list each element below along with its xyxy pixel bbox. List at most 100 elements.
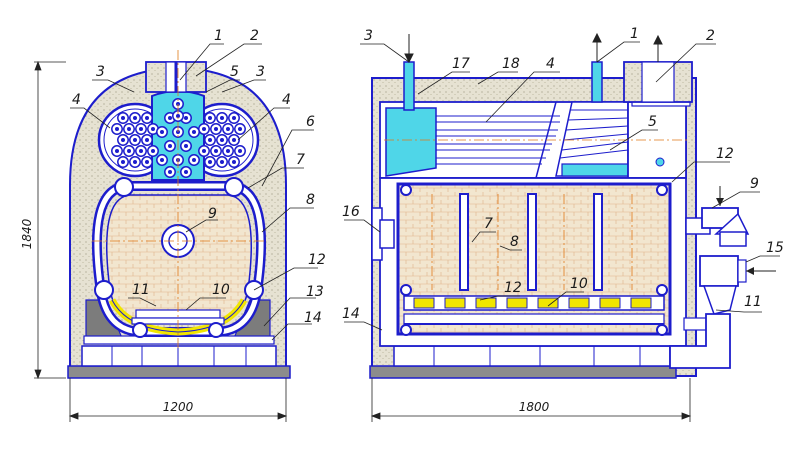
grate-bar — [475, 297, 497, 309]
side-view — [369, 32, 776, 379]
callout-side-8: 8 — [510, 234, 519, 250]
callout-front-1: 1 — [214, 28, 223, 44]
callout-side-15: 15 — [766, 240, 784, 256]
callout-side-17: 17 — [452, 56, 470, 72]
tube-core — [121, 160, 125, 164]
callout-side-14: 14 — [342, 306, 360, 322]
callout-side-7: 7 — [484, 216, 493, 232]
tube-core — [238, 149, 242, 153]
tube-core — [151, 149, 155, 153]
callout-side-10: 10 — [570, 276, 588, 292]
callout-side-2: 2 — [706, 28, 715, 44]
tube-core — [232, 138, 236, 142]
callout-front-14: 14 — [304, 310, 322, 326]
callout-side-16: 16 — [342, 204, 360, 220]
callout-front-3a: 3 — [96, 64, 105, 80]
tube-core — [133, 160, 137, 164]
tube-core — [121, 116, 125, 120]
callout-front-8: 8 — [306, 192, 315, 208]
front-view — [67, 50, 291, 379]
side-nozzle-inlet — [403, 61, 415, 111]
tube-core — [208, 160, 212, 164]
callout-side-12b: 12 — [504, 280, 522, 296]
callout-side-12: 12 — [716, 146, 734, 162]
tube-core — [202, 127, 206, 131]
tube-core — [127, 127, 131, 131]
tube-core — [145, 116, 149, 120]
dim-front-width: 1200 — [163, 400, 194, 414]
callout-side-5: 5 — [648, 114, 657, 130]
tube-core — [115, 127, 119, 131]
tube-core — [192, 130, 196, 134]
grate-bar — [568, 297, 590, 309]
callout-front-9: 9 — [208, 206, 217, 222]
tube-core — [168, 116, 172, 120]
tube-core — [214, 149, 218, 153]
tube-core — [232, 116, 236, 120]
side-grate-frame — [403, 295, 665, 311]
tube-core — [168, 170, 172, 174]
tube-core — [184, 144, 188, 148]
tube-core — [208, 116, 212, 120]
callout-front-6: 6 — [306, 114, 315, 130]
callout-side-1: 1 — [630, 26, 639, 42]
side-fuel-feeder — [669, 186, 776, 369]
front-callouts: 1 2 3 5 3 4 4 6 7 8 9 12 11 10 13 14 — [72, 28, 326, 326]
tube-core — [184, 170, 188, 174]
callout-side-3: 3 — [364, 28, 373, 44]
callout-front-4b: 4 — [282, 92, 291, 108]
tube-core — [139, 149, 143, 153]
tube-core — [133, 116, 137, 120]
tube-core — [214, 127, 218, 131]
tube-core — [208, 138, 212, 142]
tube-core — [202, 149, 206, 153]
tube-core — [121, 138, 125, 142]
header-left-top — [114, 177, 134, 197]
grate-bar — [444, 297, 466, 309]
header-left-bottom — [94, 280, 114, 300]
tube-core — [192, 158, 196, 162]
side-grate-bars — [413, 297, 652, 309]
grate-bar — [630, 297, 652, 309]
side-callouts: 3 17 18 4 1 2 5 12 9 15 16 7 8 12 10 11 … — [342, 26, 784, 322]
callout-front-7: 7 — [296, 152, 305, 168]
tube-core — [238, 127, 242, 131]
callout-front-11: 11 — [132, 282, 150, 298]
callout-front-5: 5 — [230, 64, 239, 80]
side-nozzle-outlet — [591, 61, 603, 103]
callout-side-9: 9 — [750, 176, 759, 192]
tube-core — [226, 149, 230, 153]
callout-front-3b: 3 — [256, 64, 265, 80]
side-cyan-inlet — [385, 107, 437, 177]
dim-height: 1840 — [20, 218, 34, 249]
grate-bar — [599, 297, 621, 309]
grate-bar — [537, 297, 559, 309]
callout-front-4a: 4 — [72, 92, 81, 108]
dimension-lines — [34, 60, 692, 422]
tube-core — [145, 160, 149, 164]
front-tube-bundles — [111, 98, 246, 178]
tube-core — [127, 149, 131, 153]
tube-core — [145, 138, 149, 142]
callout-front-2: 2 — [250, 28, 259, 44]
grate-bar — [413, 297, 435, 309]
tube-core — [151, 127, 155, 131]
dim-side-width: 1800 — [519, 400, 550, 414]
callout-front-13: 13 — [306, 284, 324, 300]
callout-side-4: 4 — [546, 56, 555, 72]
front-furnace — [105, 194, 253, 323]
tube-core — [184, 116, 188, 120]
grate-bar — [506, 297, 528, 309]
callout-leaders — [70, 41, 780, 341]
tube-core — [160, 158, 164, 162]
front-base — [67, 365, 291, 379]
tube-core — [220, 160, 224, 164]
tube-core — [160, 130, 164, 134]
tube-core — [226, 127, 230, 131]
tube-core — [220, 116, 224, 120]
callout-side-11: 11 — [744, 294, 762, 310]
tube-core — [176, 114, 180, 118]
tube-core — [133, 138, 137, 142]
tube-core — [232, 160, 236, 164]
header-right-top — [224, 177, 244, 197]
